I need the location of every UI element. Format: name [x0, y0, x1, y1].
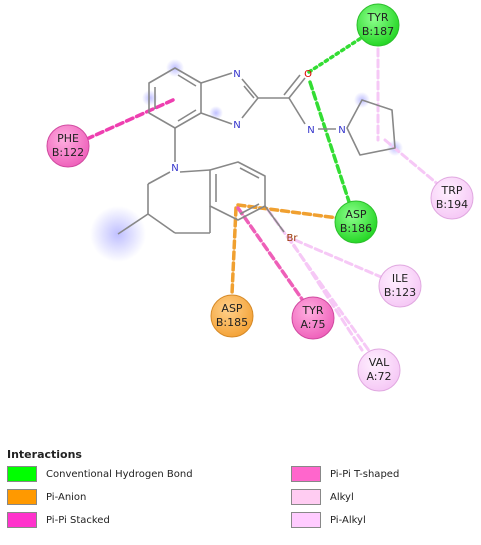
legend-swatch-alkyl: [291, 489, 321, 505]
legend-swatch-pi-anion: [7, 489, 37, 505]
residue-asp186: ASP B:186: [334, 200, 378, 244]
residue-ile123: ILE B:123: [378, 264, 422, 308]
atom-labels: N N O N N N Br: [171, 69, 345, 244]
atom-n-imidazole-bottom: N: [233, 120, 240, 131]
atom-n-imidazole-top: N: [233, 69, 240, 80]
residue-asp186-name: ASP: [345, 208, 367, 221]
legend-label: Pi-Anion: [46, 491, 87, 503]
residue-asp185-chain: B:185: [216, 316, 248, 329]
residue-tyr75-chain: A:75: [300, 318, 325, 331]
pi-alkyl-val72-line-2: [286, 234, 364, 352]
legend-item-pi-anion: Pi-Anion: [7, 488, 86, 506]
atom-n-quinoline: N: [171, 163, 178, 174]
legend-label: Pi-Alkyl: [330, 514, 366, 526]
legend-swatch-pi-pi-t-shaped: [291, 466, 321, 482]
legend-label: Pi-Pi T-shaped: [330, 468, 400, 480]
residue-tyr75-name: TYR: [301, 304, 323, 317]
residue-trp194: TRP B:194: [430, 176, 474, 220]
legend-swatch-pi-pi-stacked: [7, 512, 37, 528]
residue-val72: VAL A:72: [357, 348, 401, 392]
interaction-lines: [87, 25, 442, 354]
residue-ile123-name: ILE: [392, 272, 408, 285]
residue-tyr187-chain: B:187: [362, 25, 394, 38]
atom-n-pyrrolidine: N: [338, 125, 345, 136]
legend-swatch-conventional-hydrogen-bond: [7, 466, 37, 482]
legend-label: Pi-Pi Stacked: [46, 514, 110, 526]
residue-val72-chain: A:72: [366, 370, 391, 383]
interaction-diagram: N N O N N N Br TYR B:187 PHE B:122 TRP B…: [46, 3, 474, 392]
molecule-bonds: [117, 67, 396, 235]
residue-trp194-name: TRP: [441, 184, 463, 197]
legend-swatch-pi-alkyl: [291, 512, 321, 528]
residue-phe122: PHE B:122: [46, 124, 90, 168]
pi-alkyl-val72-line: [266, 208, 372, 354]
atom-br: Br: [287, 233, 299, 244]
residue-phe122-name: PHE: [57, 132, 79, 145]
legend-label: Conventional Hydrogen Bond: [46, 468, 193, 480]
pi-pi-t-shaped-tyr75-line: [236, 206, 306, 304]
legend-item-alkyl: Alkyl: [291, 488, 354, 506]
pi-alkyl-ile123-line: [293, 238, 390, 282]
residue-asp185-name: ASP: [221, 302, 243, 315]
residue-tyr75: TYR A:75: [291, 296, 335, 340]
interactions-legend: Interactions Conventional Hydrogen Bond …: [7, 448, 477, 545]
pi-alkyl-trp194-line-2: [383, 138, 442, 188]
pi-pi-stacked-phe122-line: [87, 98, 175, 140]
residue-trp194-chain: B:194: [436, 198, 468, 211]
residue-asp185: ASP B:185: [210, 294, 254, 338]
residue-val72-name: VAL: [369, 356, 390, 369]
residue-ile123-chain: B:123: [384, 286, 416, 299]
residue-phe122-chain: B:122: [52, 146, 84, 159]
legend-title: Interactions: [7, 448, 82, 461]
hbond-asp186-line: [308, 80, 355, 216]
legend-item-pi-pi-stacked: Pi-Pi Stacked: [7, 511, 110, 529]
residue-tyr187: TYR B:187: [356, 3, 400, 47]
legend-item-pi-pi-t-shaped: Pi-Pi T-shaped: [291, 465, 399, 483]
legend-grid: Conventional Hydrogen Bond Pi-Anion Pi-P…: [7, 465, 477, 545]
atom-o-carbonyl: O: [304, 69, 312, 80]
legend-item-conventional-hydrogen-bond: Conventional Hydrogen Bond: [7, 465, 193, 483]
pi-anion-asp185-line: [230, 206, 238, 296]
residue-tyr187-name: TYR: [366, 11, 388, 24]
atom-n-amide: N: [307, 125, 314, 136]
legend-item-pi-alkyl: Pi-Alkyl: [291, 511, 366, 529]
residue-asp186-chain: B:186: [340, 222, 372, 235]
legend-label: Alkyl: [330, 491, 354, 503]
